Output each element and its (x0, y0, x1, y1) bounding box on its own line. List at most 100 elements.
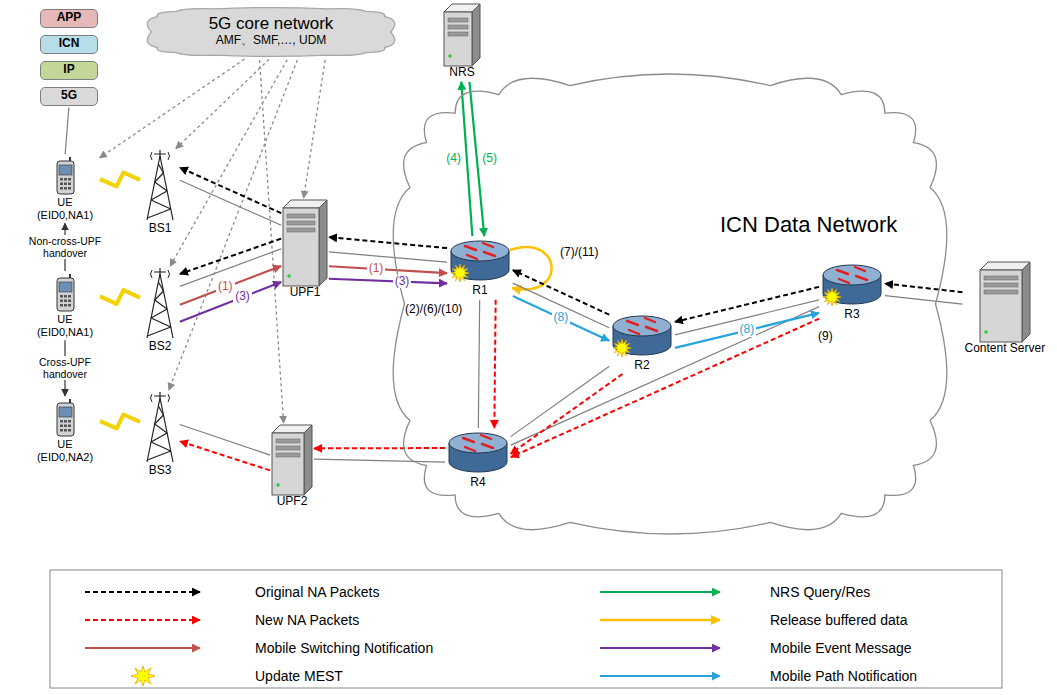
radio-link (100, 290, 140, 304)
callout-number: (5) (480, 152, 499, 166)
node-label: Content Server (965, 342, 1046, 356)
node-label: NRS (449, 66, 474, 80)
connector (329, 279, 447, 284)
router-icon (821, 262, 883, 308)
radio-link (100, 415, 140, 429)
connector (329, 252, 447, 262)
base-station: BS1 (142, 150, 178, 236)
connector (176, 59, 269, 148)
server-icon (272, 425, 312, 495)
user-equipment: UE (EID0,NA2) (32, 398, 98, 463)
node-label: 5G (61, 89, 77, 103)
node-label: APP (57, 11, 82, 25)
connector (314, 447, 445, 449)
node-label: ICN (59, 37, 80, 51)
node-label: R3 (844, 308, 859, 322)
tower-icon (142, 392, 178, 464)
callout-number: (2)/(6)/(10) (405, 303, 462, 317)
phone-icon (50, 273, 80, 313)
update-mest-sun (613, 339, 631, 357)
connector (180, 266, 281, 305)
phone-icon (50, 156, 80, 196)
core-network-cloud: 5G core networkAMF、SMF,…, UDM (138, 6, 404, 58)
upf-server: UPF2 (272, 425, 312, 509)
node-label: BS3 (149, 464, 172, 478)
connector (180, 168, 281, 214)
release-loop (510, 247, 552, 289)
node-label: UE (EID0,NA2) (32, 438, 98, 463)
router-icon (447, 430, 509, 476)
connector (511, 319, 819, 458)
connector (494, 300, 495, 428)
legend-text: NRS Query/Res (770, 584, 870, 600)
stack-layer: IP (40, 61, 98, 80)
connector (180, 180, 281, 225)
legend-text: Mobile Switching Notification (255, 640, 433, 656)
node-label: BS2 (149, 340, 172, 354)
node-label: UPF1 (290, 286, 321, 300)
legend-text: Update MEST (255, 668, 343, 684)
callout-number: (7)/(11) (560, 246, 598, 260)
connector (885, 284, 963, 293)
connector (511, 307, 819, 446)
connector (513, 283, 609, 328)
callout-number: (1) (216, 280, 235, 294)
legend-text: Mobile Event Message (770, 640, 912, 656)
connector (513, 296, 609, 341)
tower-icon (142, 268, 178, 340)
node-label: UE (EID0,NA1) (32, 313, 98, 338)
legend-samples (85, 592, 720, 686)
legend-text: Release buffered data (770, 612, 908, 628)
phone-icon (50, 398, 80, 438)
base-station: BS2 (142, 268, 178, 354)
callout-number: (1) (367, 262, 386, 276)
content-server: Content Server (965, 262, 1046, 356)
handover-label: Cross-UPF handover (17, 356, 113, 380)
tower-icon (142, 150, 178, 222)
nrs-server: NRS (444, 4, 480, 80)
user-equipment: UE (EID0,NA1) (32, 273, 98, 338)
server-icon (283, 200, 327, 286)
node-label: R2 (634, 359, 649, 373)
connector (180, 239, 281, 274)
stack-layer: ICN (40, 35, 98, 54)
handover-label: Non-cross-UPF handover (17, 235, 113, 259)
callout-number: (8) (552, 311, 571, 325)
connector (65, 107, 69, 154)
connector (180, 441, 270, 470)
connector (675, 287, 819, 322)
connector (675, 313, 819, 348)
update-mest-sun (451, 264, 469, 282)
connector (169, 60, 298, 390)
callout-number: (4) (444, 152, 463, 166)
connector (329, 266, 447, 273)
router: R3 (821, 262, 883, 322)
router-icon (449, 238, 511, 284)
connector (329, 237, 447, 248)
router: R2 (611, 313, 673, 373)
node-label: AMF、SMF,…, UDM (216, 34, 327, 48)
callout-number: (9) (818, 330, 833, 344)
node-label: BS1 (149, 222, 172, 236)
stack-layer: APP (40, 9, 98, 28)
node-label: IP (63, 63, 74, 77)
connectors (65, 59, 963, 470)
node-label: 5G core network (209, 14, 334, 34)
connector (314, 459, 445, 462)
connector (511, 366, 610, 436)
node-label: ICN Data Network (720, 212, 897, 237)
user-equipment: UE (EID0,NA1) (32, 156, 98, 221)
connector (304, 60, 326, 198)
legend-box (50, 570, 1002, 688)
callout-number: (3) (233, 290, 252, 304)
update-mest-sun (823, 288, 841, 306)
connector (100, 59, 245, 158)
node-label: R1 (472, 284, 487, 298)
router-icon (611, 313, 673, 359)
cloud-outline (375, 60, 965, 548)
node-label: UE (EID0,NA1) (32, 196, 98, 221)
radio-link (100, 173, 140, 187)
icn-data-network: ICN Data NetworkR1R2R3R4 (375, 60, 965, 548)
callout-number: (3) (393, 275, 412, 289)
connector (478, 300, 479, 428)
